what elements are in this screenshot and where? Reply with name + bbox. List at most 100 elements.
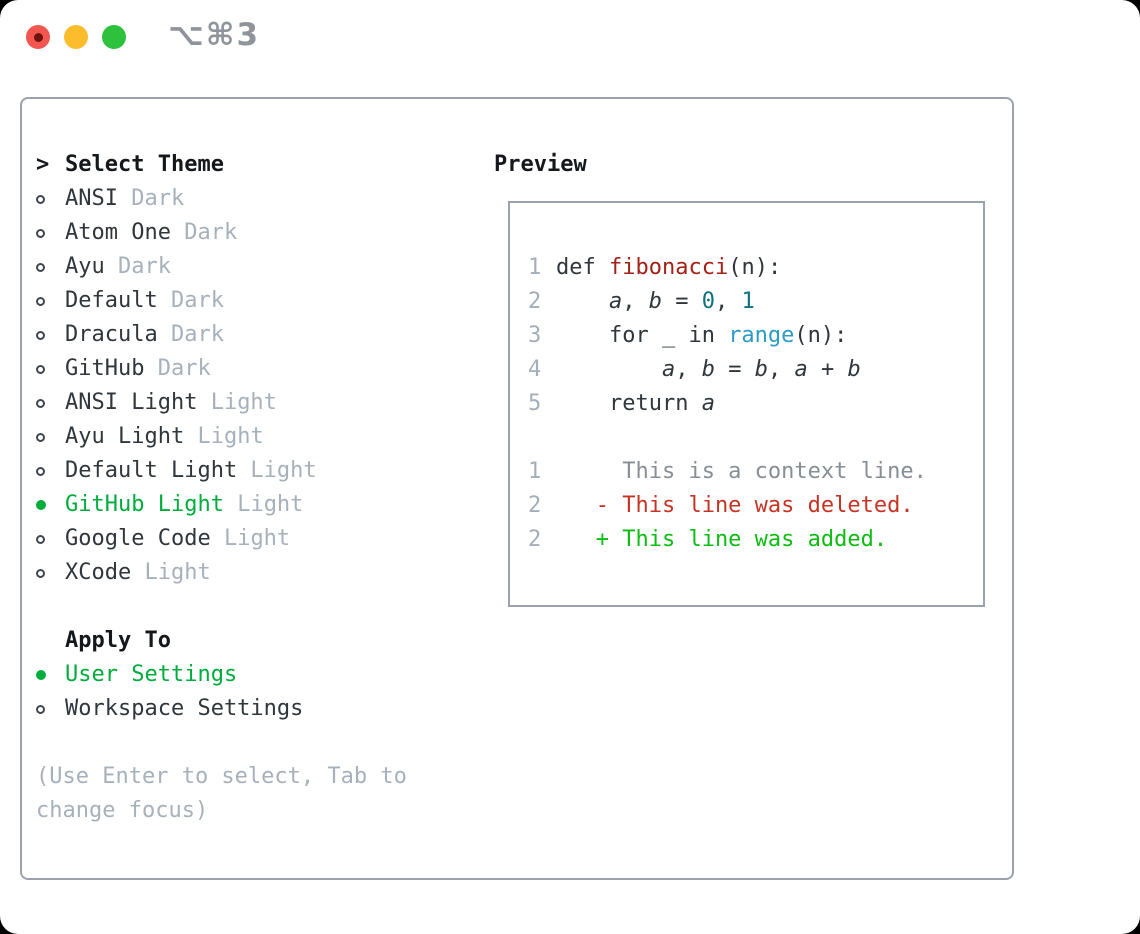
apply-option-label: User Settings	[65, 662, 238, 687]
token-added: + This line was added.	[556, 527, 888, 552]
close-button[interactable]	[26, 25, 50, 49]
line-number: 4	[528, 357, 542, 382]
theme-variant-badge: Dark	[170, 220, 238, 245]
theme-variant-badge: Light	[237, 458, 317, 483]
theme-option[interactable]: Default Light Light	[36, 454, 466, 488]
radio-marker	[36, 534, 65, 544]
radio-unselected-icon	[36, 296, 45, 306]
token-var: a	[608, 289, 623, 314]
radio-selected-icon	[36, 670, 46, 680]
apply-option[interactable]: Workspace Settings	[36, 692, 466, 726]
theme-name: ANSI	[65, 186, 118, 211]
minimize-button[interactable]	[64, 25, 88, 49]
token-plain: ,	[622, 289, 649, 314]
radio-marker	[36, 500, 65, 510]
theme-list-title: Select Theme	[65, 152, 224, 177]
theme-option[interactable]: Google Code Light	[36, 522, 466, 556]
theme-variant-badge: Light	[131, 560, 211, 585]
token-plain	[556, 357, 662, 382]
apply-option[interactable]: User Settings	[36, 658, 466, 692]
radio-unselected-icon	[36, 364, 45, 374]
apply-option-label: Workspace Settings	[65, 696, 304, 721]
close-button-dot	[33, 32, 43, 42]
token-var: b	[648, 289, 662, 314]
token-var: a	[794, 357, 808, 382]
theme-variant-badge: Light	[223, 492, 304, 517]
theme-name: XCode	[65, 560, 132, 585]
radio-marker	[36, 398, 65, 408]
token-var: b	[701, 357, 715, 382]
theme-option[interactable]: Default Dark	[36, 284, 466, 318]
code-text: This is a context line.	[556, 455, 927, 489]
titlebar	[26, 25, 126, 49]
token-plain: return	[556, 391, 702, 416]
theme-option[interactable]: ANSI Dark	[36, 182, 466, 216]
token-var: a	[701, 391, 715, 416]
theme-option[interactable]: GitHub Dark	[36, 352, 466, 386]
theme-variant-badge: Dark	[117, 186, 185, 211]
radio-unselected-icon	[36, 568, 45, 578]
theme-option[interactable]: Atom One Dark	[36, 216, 466, 250]
token-func: fibonacci	[608, 255, 729, 280]
code-line: 2 - This line was deleted.	[528, 489, 983, 523]
token-plain: +	[807, 357, 848, 382]
radio-marker	[36, 228, 65, 238]
radio-unselected-icon	[36, 262, 45, 272]
line-number	[528, 421, 556, 455]
theme-name: Google Code	[65, 526, 211, 551]
radio-marker	[36, 364, 65, 374]
code-text: a, b = 0, 1	[556, 285, 755, 319]
theme-option[interactable]: GitHub Light Light	[36, 488, 466, 522]
theme-variant-badge: Dark	[157, 322, 224, 347]
token-plain: ,	[714, 289, 742, 314]
line-number: 2	[528, 289, 542, 314]
theme-name: Default	[65, 288, 158, 313]
theme-name: Default Light	[65, 458, 238, 483]
theme-list-header: > Select Theme	[36, 148, 466, 182]
selection-prompt-icon: >	[36, 152, 50, 177]
token-deleted: - This line was deleted.	[556, 493, 914, 518]
radio-marker	[36, 262, 65, 272]
theme-name: Atom One	[65, 220, 171, 245]
radio-marker	[36, 330, 65, 340]
theme-name: Ayu Light	[65, 424, 185, 449]
zoom-button[interactable]	[102, 25, 126, 49]
token-var: a	[661, 357, 676, 382]
line-number: 5	[528, 391, 542, 416]
code-line: 2 a, b = 0, 1	[528, 285, 983, 319]
hotkey-label: ⌥⌘3	[168, 17, 261, 53]
token-context: This is a context line.	[556, 459, 927, 484]
code-line: 2 + This line was added.	[528, 523, 983, 557]
code-text: for _ in range(n):	[556, 319, 847, 353]
token-plain: ,	[675, 357, 702, 382]
radio-unselected-icon	[36, 228, 45, 238]
radio-unselected-icon	[36, 330, 45, 340]
token-plain: def	[556, 255, 609, 280]
theme-variant-badge: Light	[184, 424, 264, 449]
token-plain: for _ in	[556, 323, 729, 348]
code-line: 3 for _ in range(n):	[528, 319, 983, 353]
theme-option[interactable]: Ayu Dark	[36, 250, 466, 284]
radio-selected-icon	[36, 500, 46, 510]
theme-option[interactable]: XCode Light	[36, 556, 466, 590]
code-text: + This line was added.	[556, 523, 887, 557]
theme-name: Dracula	[65, 322, 158, 347]
token-plain: (n):	[794, 323, 848, 348]
theme-option[interactable]: Ayu Light Light	[36, 420, 466, 454]
code-line: 1 This is a context line.	[528, 455, 983, 489]
theme-option[interactable]: ANSI Light Light	[36, 386, 466, 420]
code-line	[528, 421, 983, 455]
code-text: a, b = b, a + b	[556, 353, 861, 387]
theme-option[interactable]: Dracula Dark	[36, 318, 466, 352]
theme-name: GitHub	[65, 356, 145, 381]
token-plain	[556, 289, 609, 314]
radio-unselected-icon	[36, 466, 45, 476]
spacer	[36, 590, 466, 624]
radio-unselected-icon	[36, 704, 45, 714]
